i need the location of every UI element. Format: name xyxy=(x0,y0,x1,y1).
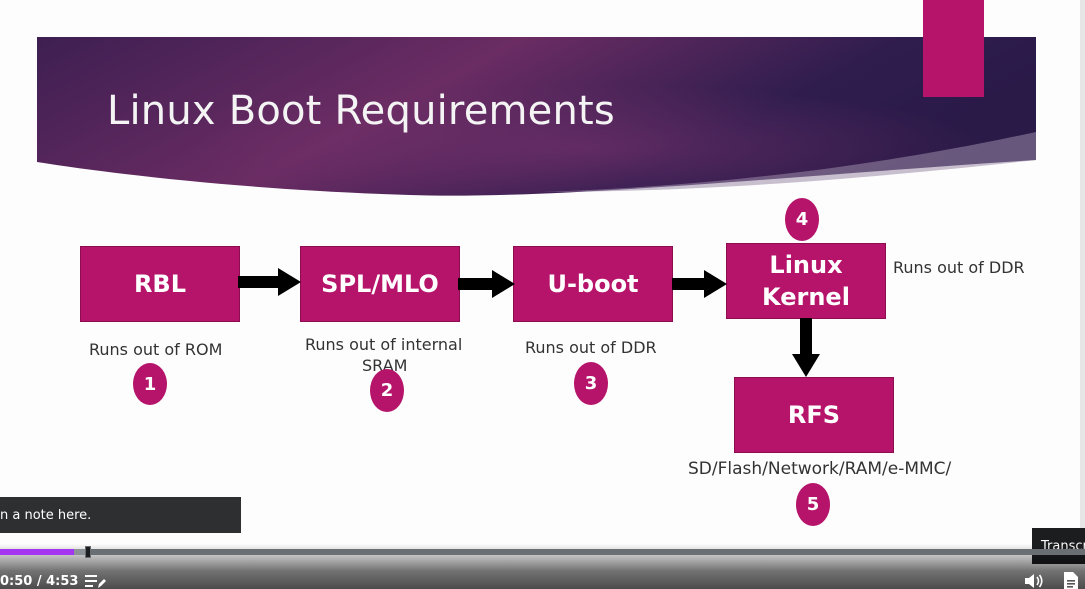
uboot-caption: Runs out of DDR xyxy=(525,338,657,357)
step-badge-3: 3 xyxy=(574,362,608,405)
add-note-text: n a note here. xyxy=(0,507,92,523)
spl-caption-line1: Runs out of internal xyxy=(305,335,463,354)
spl-mlo-box: SPL/MLO xyxy=(300,246,460,322)
linux-kernel-label-line2: Kernel xyxy=(762,283,850,311)
add-note-prompt[interactable]: n a note here. xyxy=(0,497,241,533)
progress-bar[interactable] xyxy=(0,549,1085,555)
spl-caption-line2: SRAM xyxy=(362,356,408,375)
arrow-kernel-to-rfs xyxy=(792,318,820,377)
spl-mlo-label: SPL/MLO xyxy=(321,270,439,298)
transcript-icon[interactable] xyxy=(1063,571,1079,589)
linux-kernel-label-line1: Linux xyxy=(769,251,843,279)
rfs-caption: SD/Flash/Network/RAM/e-MMC/ xyxy=(688,459,952,479)
frame-edge xyxy=(1080,0,1085,530)
accent-tab xyxy=(923,0,984,97)
kernel-caption: Runs out of DDR xyxy=(893,258,1025,277)
progress-buffered xyxy=(74,549,85,555)
scrub-handle[interactable] xyxy=(85,546,91,558)
step-badge-5: 5 xyxy=(796,483,830,526)
step-badge-2: 2 xyxy=(370,369,404,412)
uboot-box: U-boot xyxy=(513,246,673,322)
arrow-uboot-to-kernel xyxy=(672,270,727,298)
time-display: 0:50 / 4:53 xyxy=(0,574,79,589)
arrow-spl-to-uboot xyxy=(458,270,515,298)
rbl-label: RBL xyxy=(133,270,187,298)
step-badge-1: 1 xyxy=(133,363,167,405)
rfs-label: RFS xyxy=(787,401,841,429)
linux-kernel-box: Linux Kernel xyxy=(726,243,886,319)
progress-played xyxy=(0,549,74,555)
slide-title: Linux Boot Requirements xyxy=(107,88,615,134)
playlist-edit-icon[interactable] xyxy=(84,572,108,589)
step-badge-4: 4 xyxy=(785,198,819,241)
rfs-box: RFS xyxy=(734,377,894,453)
rbl-box: RBL xyxy=(80,246,240,322)
rbl-caption: Runs out of ROM xyxy=(89,340,223,359)
uboot-label: U-boot xyxy=(547,270,639,298)
arrow-rbl-to-spl xyxy=(238,268,301,296)
volume-icon[interactable] xyxy=(1024,572,1046,589)
